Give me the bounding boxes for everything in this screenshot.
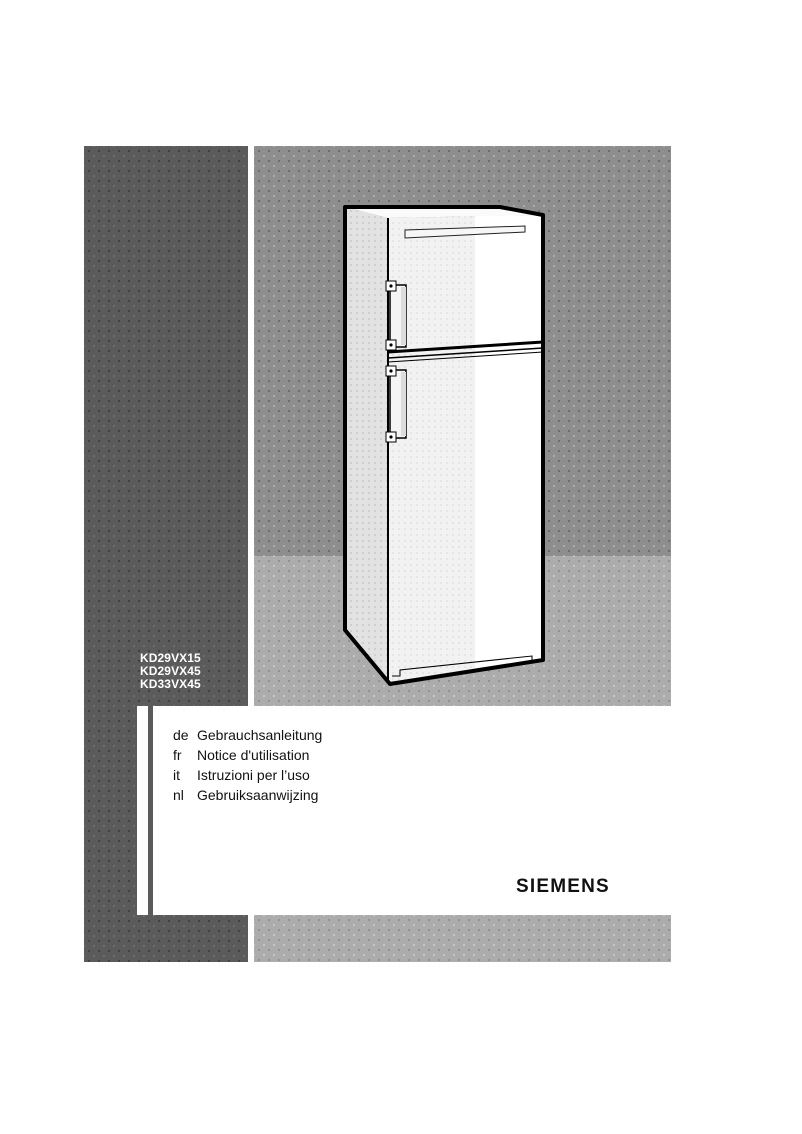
model-number: KD33VX45: [140, 677, 201, 691]
language-code: nl: [173, 787, 184, 803]
language-row-fr: fr Notice d'utilisation: [173, 745, 322, 765]
language-code: fr: [173, 747, 182, 763]
language-row-it: it Istruzioni per l’uso: [173, 765, 322, 785]
bottom-band: [254, 915, 671, 962]
model-number: KD29VX15: [140, 651, 201, 665]
manual-title: Istruzioni per l’uso: [197, 767, 310, 783]
model-number-list: KD29VX15 KD29VX45 KD33VX45: [140, 652, 240, 691]
language-code: de: [173, 727, 189, 743]
manual-title: Gebruiksaanwijzing: [197, 787, 319, 803]
manual-title: Notice d'utilisation: [197, 747, 310, 763]
language-list: de Gebrauchsanleitung fr Notice d'utilis…: [173, 725, 322, 805]
language-code: it: [173, 767, 180, 783]
model-number: KD29VX45: [140, 664, 201, 678]
language-row-nl: nl Gebruiksaanwijzing: [173, 785, 322, 805]
brand-logo: SIEMENS: [516, 876, 610, 897]
manual-title: Gebrauchsanleitung: [197, 727, 323, 743]
left-dark-panel: [84, 146, 248, 962]
fridge-freezer-illustration: [343, 205, 545, 686]
language-row-de: de Gebrauchsanleitung: [173, 725, 322, 745]
title-area: [137, 706, 672, 915]
accent-bar: [148, 706, 153, 915]
